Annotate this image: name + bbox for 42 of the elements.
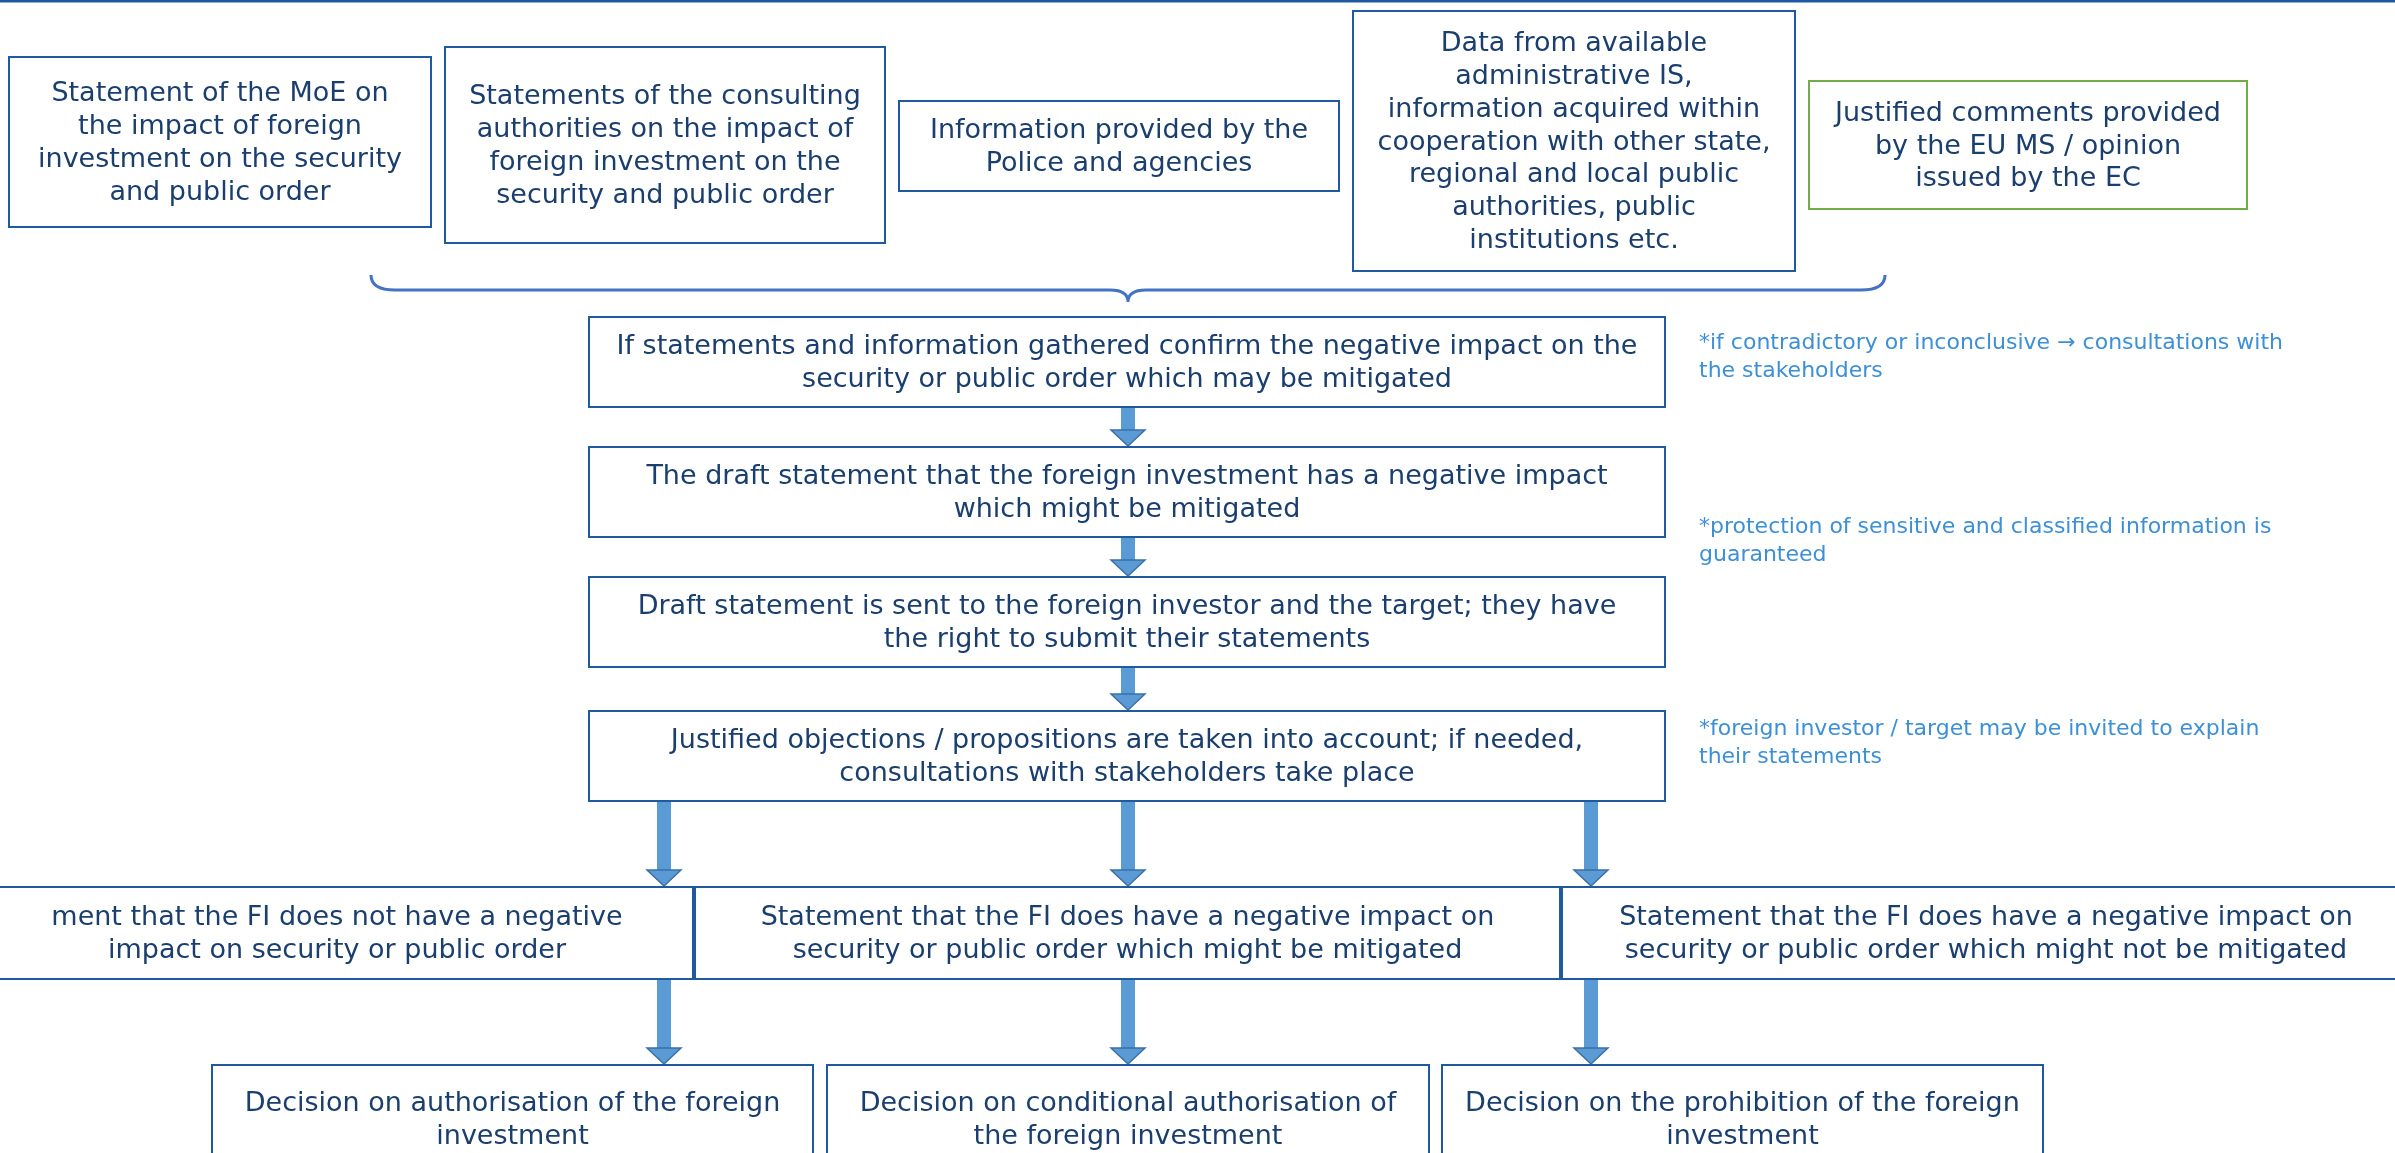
box-text: ment that the FI does not have a negative impact on security or public order bbox=[50, 900, 624, 966]
process-box bbox=[1441, 1064, 2044, 1153]
box-text: Statement that the FI does have a negative impact on security or public order which might be mitigated bbox=[759, 900, 1496, 966]
box-text: If statements and information gathered confirm the negative impact on the security or public order which may be mitigated bbox=[615, 329, 1639, 395]
block-arrow bbox=[1110, 980, 1146, 1065]
process-box bbox=[588, 446, 1666, 538]
block-arrow bbox=[1110, 538, 1146, 577]
box-text: Justified objections / propositions are taken into account; if needed, consultations with stakeholders take place bbox=[668, 723, 1585, 789]
block-arrow bbox=[1110, 408, 1146, 447]
block-arrow bbox=[1573, 802, 1609, 887]
box-text: Statement that the FI does have a negative impact on security or public order which might not be mitigated bbox=[1618, 900, 2354, 966]
process-box bbox=[8, 56, 432, 228]
process-box bbox=[898, 100, 1340, 192]
box-text: Statement of the MoE on the impact of foreign investment on the security and public order bbox=[37, 76, 403, 208]
process-box bbox=[211, 1064, 814, 1153]
block-arrow bbox=[646, 802, 682, 887]
process-box bbox=[1352, 10, 1796, 272]
note-text: *protection of sensitive and classified information is guaranteed bbox=[1699, 512, 2273, 567]
box-text: Information provided by the Police and agencies bbox=[929, 113, 1309, 179]
note-text: *foreign investor / target may be invited to explain their statements bbox=[1699, 714, 2261, 769]
box-text: Decision on conditional authorisation of the foreign investment bbox=[858, 1086, 1398, 1152]
block-arrow bbox=[1573, 980, 1609, 1065]
process-box bbox=[826, 1064, 1430, 1153]
block-arrow bbox=[646, 980, 682, 1065]
box-text: The draft statement that the foreign investment has a negative impact which might be mitigated bbox=[645, 459, 1609, 525]
process-box bbox=[588, 576, 1666, 668]
note-text: *if contradictory or inconclusive → consultations with the stakeholders bbox=[1699, 328, 2284, 383]
box-text: Decision on authorisation of the foreign investment bbox=[243, 1086, 782, 1152]
process-box bbox=[0, 886, 694, 980]
box-text: Data from available administrative IS, information acquired within cooperation with other state, regional and local public authorities, public institutions etc. bbox=[1376, 25, 1772, 257]
box-text: Justified comments provided by the EU MS / opinion issued by the EC bbox=[1832, 95, 2222, 195]
process-box bbox=[1808, 80, 2248, 210]
process-box bbox=[444, 46, 886, 244]
box-text: Statements of the consulting authorities on the impact of foreign investment on the security and public order bbox=[468, 79, 862, 211]
box-text: Decision on the prohibition of the foreign investment bbox=[1465, 1086, 2020, 1152]
process-box bbox=[1561, 886, 2395, 980]
block-arrow bbox=[1110, 802, 1146, 887]
box-text: Draft statement is sent to the foreign investor and the target; they have the right to submit their statements bbox=[636, 589, 1618, 655]
process-box bbox=[694, 886, 1561, 980]
process-box bbox=[588, 710, 1666, 802]
process-box bbox=[588, 316, 1666, 408]
block-arrow bbox=[1110, 668, 1146, 711]
